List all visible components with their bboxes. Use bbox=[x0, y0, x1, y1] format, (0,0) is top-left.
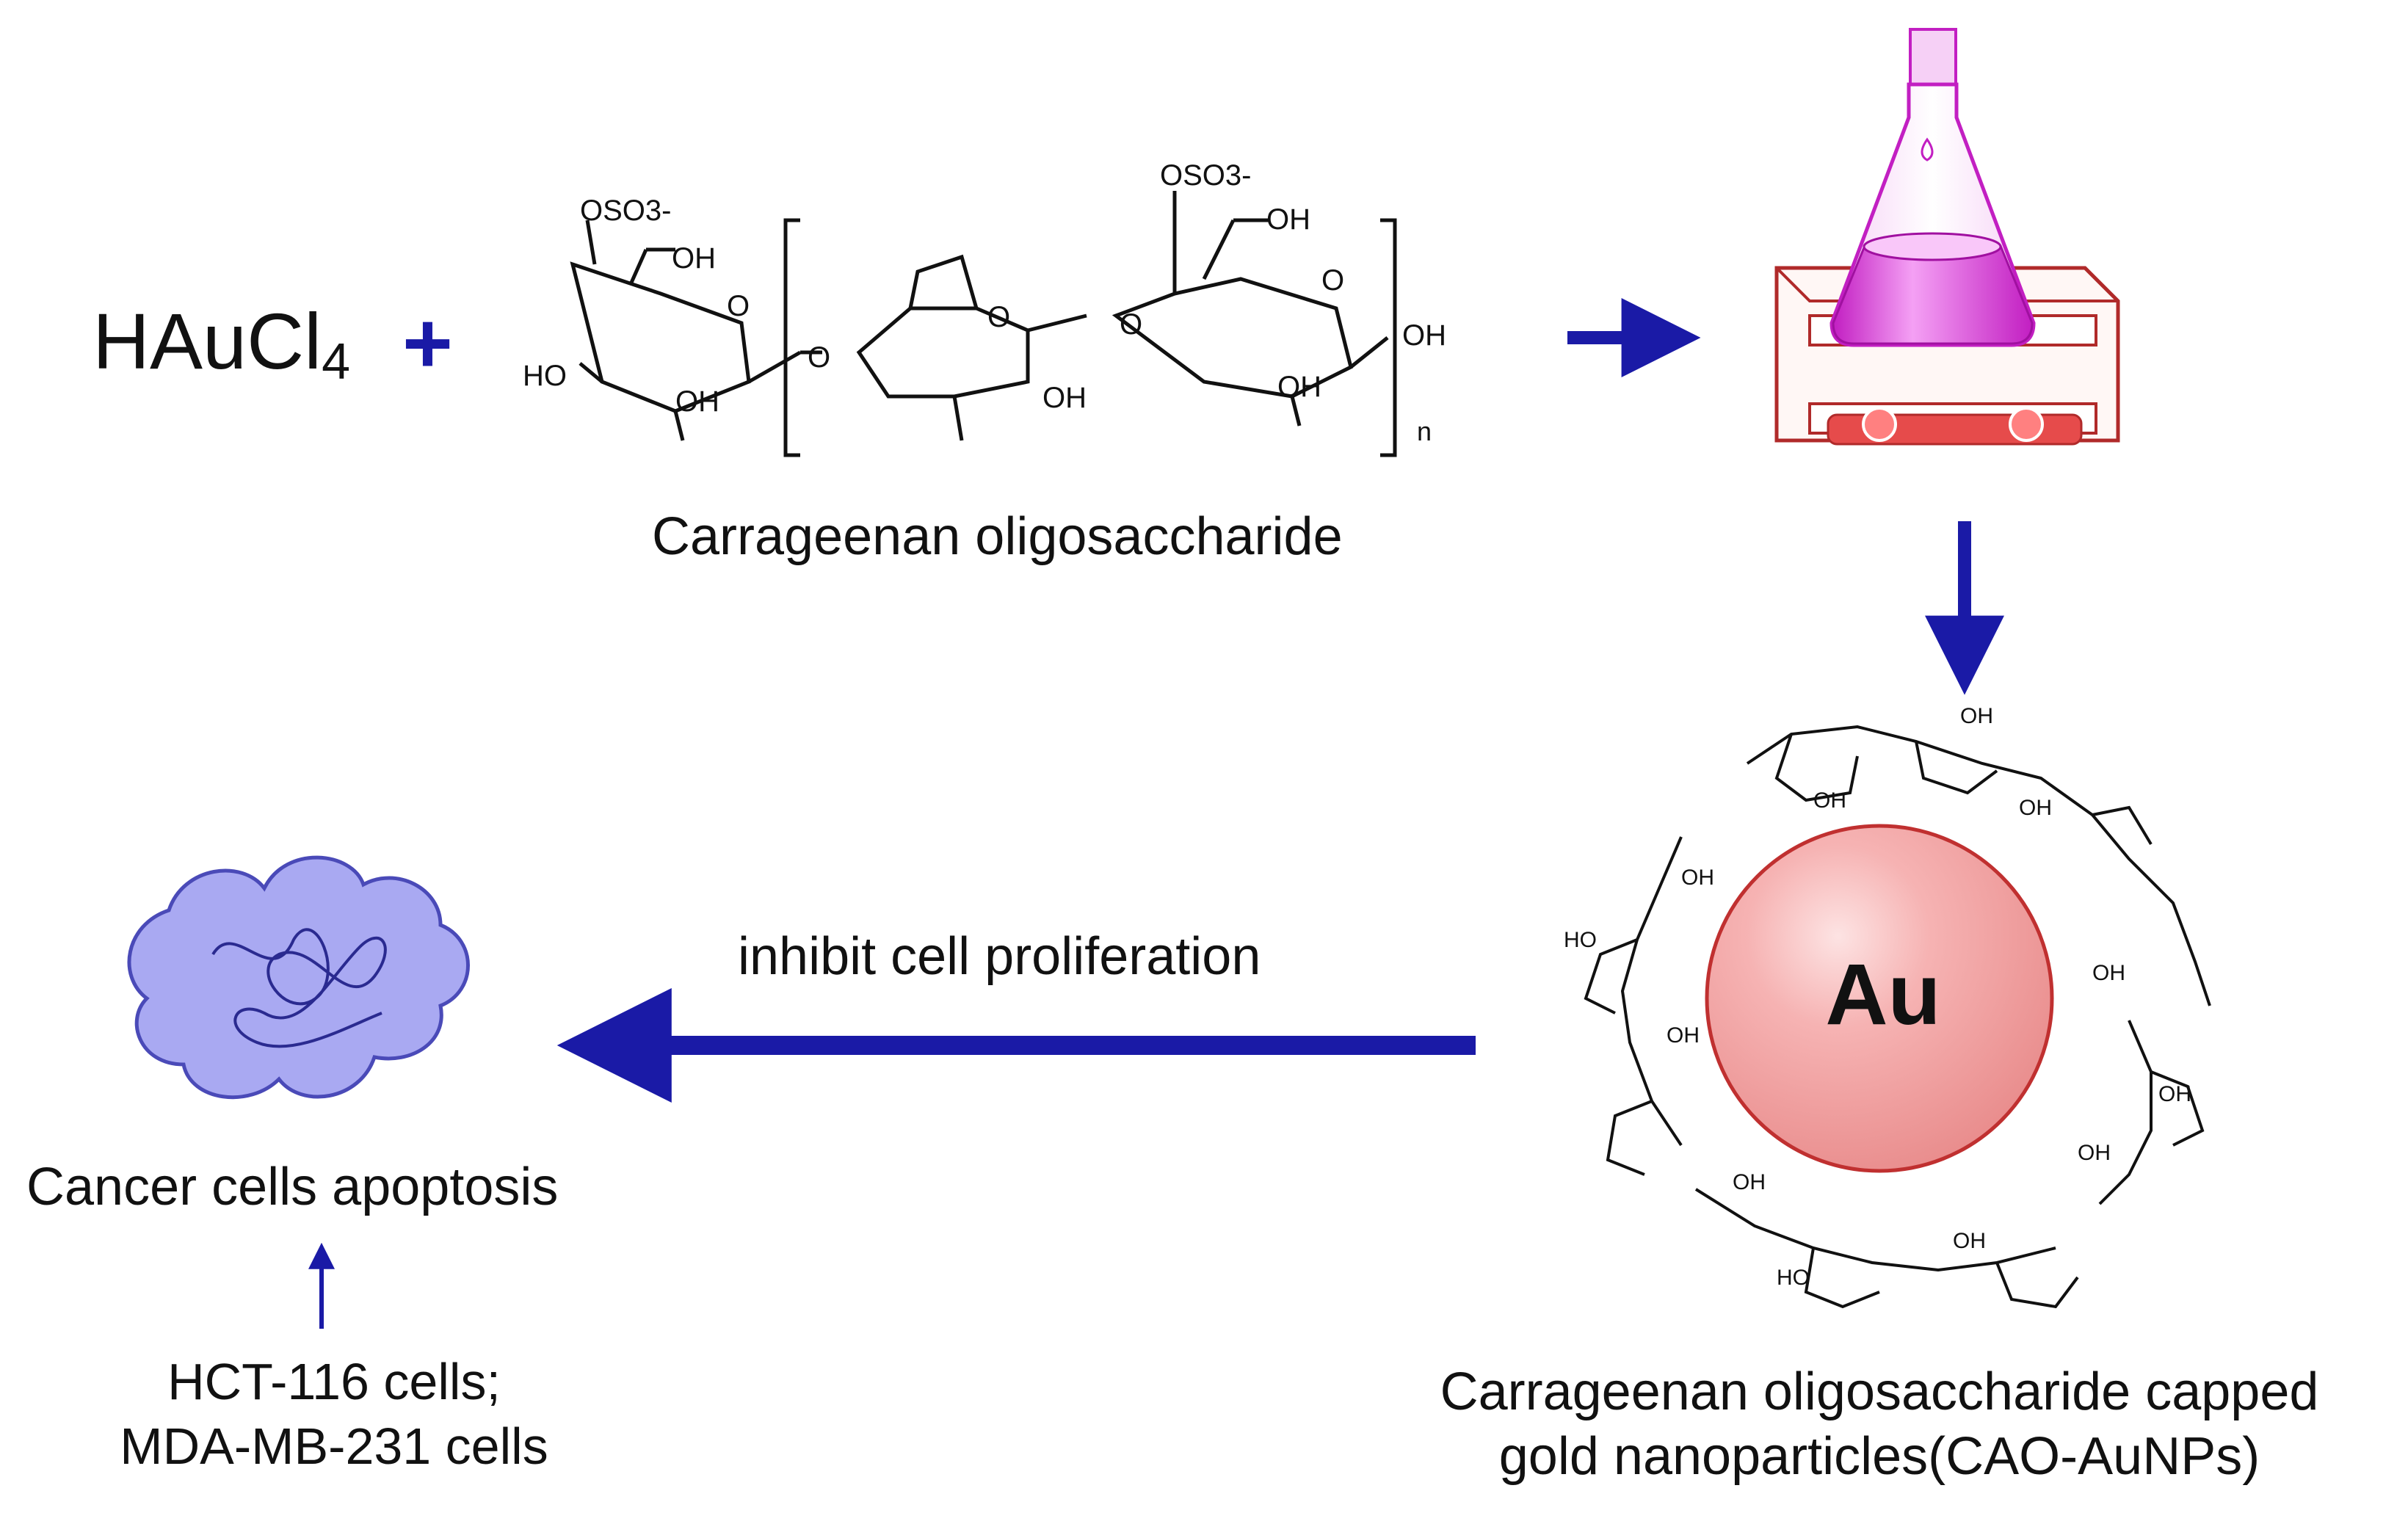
ring-o-label-5: O bbox=[1321, 264, 1344, 297]
cao-aunps-label: Carrageenan oligosaccharide capped gold … bbox=[1358, 1360, 2401, 1489]
np-ho-1: HO bbox=[1564, 928, 1597, 952]
hotplate-knob-left bbox=[1862, 407, 1897, 442]
cao-aunps-line-2: gold nanoparticles(CAO-AuNPs) bbox=[1498, 1427, 2260, 1486]
np-ho-2: HO bbox=[1777, 1266, 1810, 1290]
oh-label-2: OH bbox=[675, 385, 719, 418]
np-oh-10: OH bbox=[1953, 1229, 1986, 1253]
carrageenan-structure bbox=[570, 191, 1397, 457]
np-oh-2: OH bbox=[1813, 788, 1846, 813]
np-oh-8: OH bbox=[2078, 1141, 2111, 1165]
gold-nanoparticle bbox=[1705, 824, 2054, 1173]
nanoparticle-capping-chains bbox=[1584, 725, 2211, 1309]
structure-atom-labels: OSO3- OSO3- OH HO OH OH OH OH OH O O O O… bbox=[523, 159, 1446, 446]
plus-symbol: + bbox=[402, 295, 453, 392]
np-oh-3: OH bbox=[2019, 796, 2052, 820]
carrageenan-label: Carrageenan oligosaccharide bbox=[652, 507, 1343, 566]
np-oh-7: OH bbox=[2158, 1082, 2191, 1106]
cancer-cell bbox=[127, 855, 470, 1100]
cao-aunps-line-1: Carrageenan oligosaccharide capped bbox=[1440, 1362, 2319, 1421]
reagent-formula: HAuCl4 bbox=[93, 295, 350, 391]
cell-lines-label: HCT-116 cells; MDA-MB-231 cells bbox=[81, 1349, 587, 1478]
cell-lines-line-2: MDA-MB-231 cells bbox=[120, 1418, 548, 1475]
reagent-formula-subscript: 4 bbox=[322, 333, 351, 390]
cancer-label: Cancer cells apoptosis bbox=[26, 1158, 559, 1216]
oso3-right-label: OSO3- bbox=[1160, 159, 1251, 192]
reagent-formula-main: HAuCl bbox=[93, 297, 322, 385]
ho-label: HO bbox=[523, 360, 567, 392]
erlenmeyer-flask bbox=[1829, 28, 2036, 347]
inhibit-label: inhibit cell proliferation bbox=[738, 927, 1261, 986]
ring-o-label-2: O bbox=[808, 341, 830, 374]
np-oh-6: OH bbox=[1667, 1023, 1700, 1048]
repeat-n-label: n bbox=[1417, 416, 1432, 446]
au-label: Au bbox=[1825, 946, 1940, 1043]
oso3-left-label: OSO3- bbox=[580, 195, 671, 227]
ring-o-label-4: O bbox=[1120, 308, 1142, 341]
ring-o-label-1: O bbox=[727, 290, 750, 322]
oh-label-5: OH bbox=[1277, 371, 1321, 403]
oh-label-3: OH bbox=[1042, 382, 1087, 414]
np-oh-4: OH bbox=[1681, 866, 1714, 890]
oh-label-6: OH bbox=[1402, 319, 1446, 352]
hotplate-knob-right bbox=[2009, 407, 2044, 442]
np-oh-1: OH bbox=[1960, 704, 1993, 728]
np-oh-5: OH bbox=[2092, 961, 2125, 985]
oh-label-4: OH bbox=[1266, 203, 1310, 236]
ring-o-label-3: O bbox=[987, 301, 1010, 333]
nanoparticle-chain-labels: OH OH OH OH HO OH OH OH OH OH HO OH bbox=[1564, 704, 2191, 1290]
oh-label-1: OH bbox=[672, 242, 716, 275]
cell-lines-line-1: HCT-116 cells; bbox=[167, 1353, 501, 1410]
np-oh-9: OH bbox=[1733, 1170, 1766, 1194]
